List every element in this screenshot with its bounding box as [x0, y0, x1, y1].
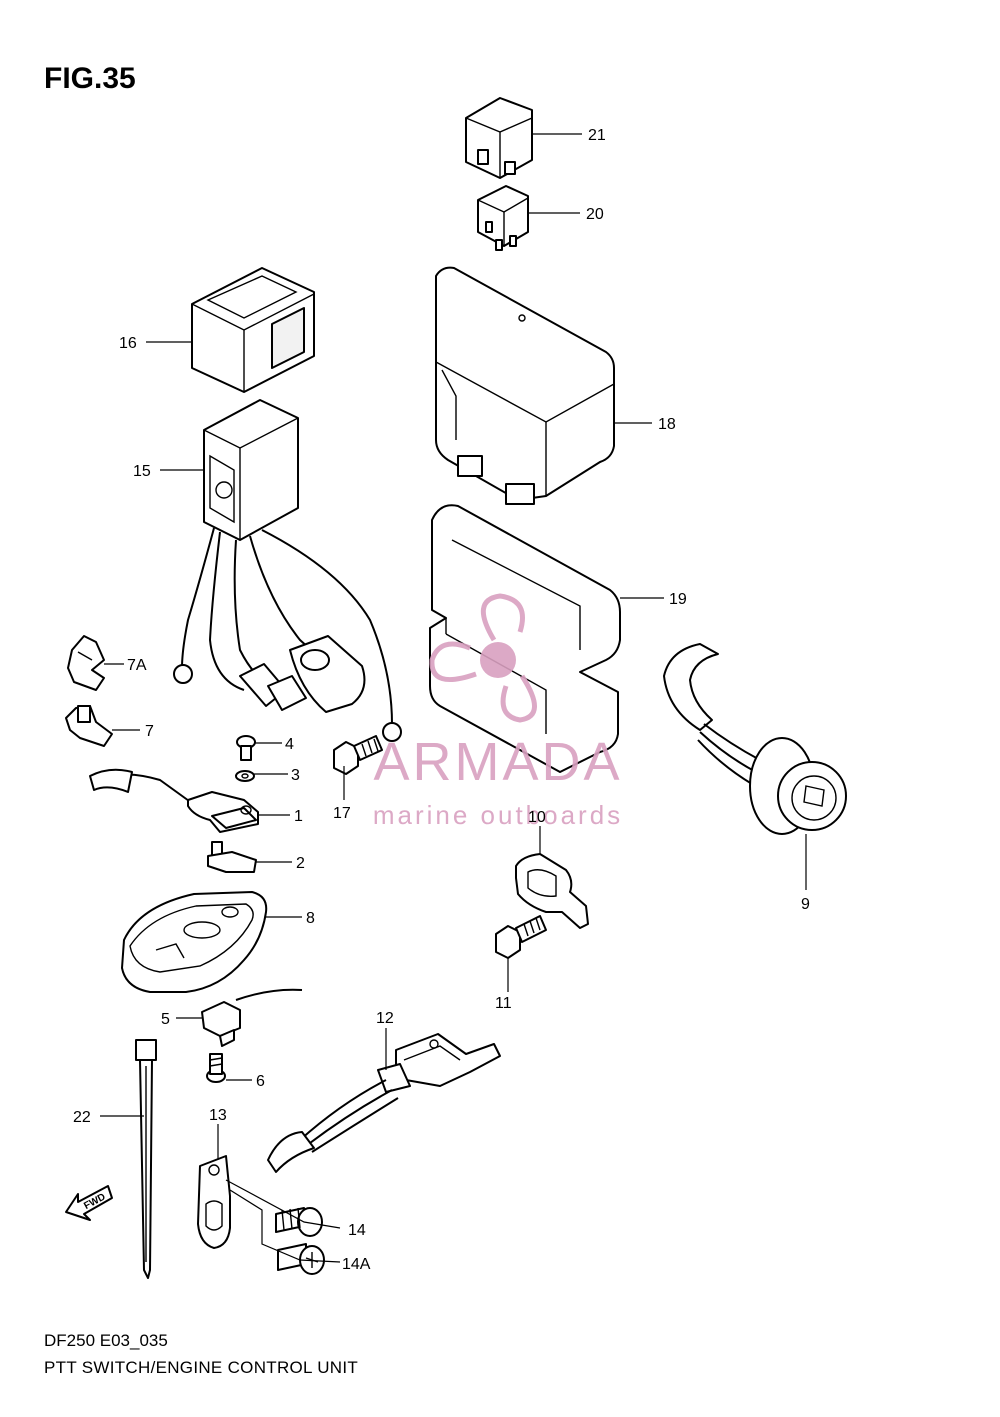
part-6-screw[interactable]: [206, 1053, 226, 1083]
part-3-washer[interactable]: [235, 770, 255, 782]
armada-watermark: ARMADA marine outboards: [373, 593, 623, 830]
callout-9: 9: [801, 896, 810, 913]
part-4-screw[interactable]: [236, 735, 256, 761]
callout-22: 22: [73, 1109, 91, 1126]
diagram-caption: PTT SWITCH/ENGINE CONTROL UNIT: [44, 1358, 359, 1377]
part-1-ptt-switch[interactable]: [89, 768, 259, 833]
part-7-clip[interactable]: [65, 705, 113, 747]
callout-12: 12: [376, 1010, 394, 1027]
callout-2: 2: [296, 855, 305, 872]
part-22-cable-tie[interactable]: [135, 1039, 157, 1279]
callout-10: 10: [528, 809, 546, 826]
leader-lines: [100, 133, 807, 1263]
callout-15: 15: [133, 463, 151, 480]
callout-8: 8: [306, 910, 315, 927]
part-7a-clip[interactable]: [67, 635, 105, 691]
part-13-clamp[interactable]: [197, 1155, 231, 1249]
part-18-engine-control-unit[interactable]: [435, 266, 615, 505]
callout-labels: 21 20 16 18 15 19 7A 7 4 3 17 10 1 2 9 8…: [73, 127, 810, 1273]
propeller-logo-icon: [429, 593, 537, 723]
part-5-switch[interactable]: [201, 988, 303, 1047]
callout-16: 16: [119, 335, 137, 352]
part-17-bolt[interactable]: [333, 735, 383, 775]
callout-1: 1: [294, 808, 303, 825]
callout-13: 13: [209, 1107, 227, 1124]
callout-18: 18: [658, 416, 676, 433]
part-15-ptt-relay[interactable]: [173, 399, 402, 742]
fwd-arrow-icon: FWD: [65, 1185, 113, 1221]
part-12-sensor[interactable]: [267, 1033, 501, 1173]
callout-5: 5: [161, 1011, 170, 1028]
part-21-relay[interactable]: [465, 97, 533, 179]
callout-17: 17: [333, 805, 351, 822]
callout-7a: 7A: [127, 657, 147, 674]
figure-title: FIG.35: [44, 62, 136, 95]
watermark-tagline: marine outboards: [373, 800, 623, 830]
part-8-switch-housing[interactable]: [121, 891, 268, 993]
callout-20: 20: [586, 206, 604, 223]
part-11-bolt[interactable]: [495, 915, 547, 959]
part-20-relay[interactable]: [477, 185, 529, 251]
part-19-ecu-cushion[interactable]: [429, 504, 621, 773]
callout-14a: 14A: [342, 1256, 371, 1273]
part-14-screw[interactable]: [275, 1207, 323, 1237]
part-9-switch-assembly[interactable]: [663, 643, 847, 835]
callout-11: 11: [495, 995, 512, 1012]
callout-3: 3: [291, 767, 300, 784]
part-14a-screw[interactable]: [277, 1243, 325, 1275]
callout-6: 6: [256, 1073, 265, 1090]
part-16-cover[interactable]: [191, 267, 315, 393]
callout-7: 7: [145, 723, 154, 740]
watermark-brand: ARMADA: [373, 732, 622, 792]
callout-14: 14: [348, 1222, 366, 1239]
part-10-clamp[interactable]: [515, 853, 589, 929]
part-2-switch-bracket[interactable]: [207, 841, 257, 873]
callout-19: 19: [669, 591, 687, 608]
callout-4: 4: [285, 736, 294, 753]
callout-21: 21: [588, 127, 606, 144]
diagram-code: DF250 E03_035: [44, 1331, 168, 1350]
